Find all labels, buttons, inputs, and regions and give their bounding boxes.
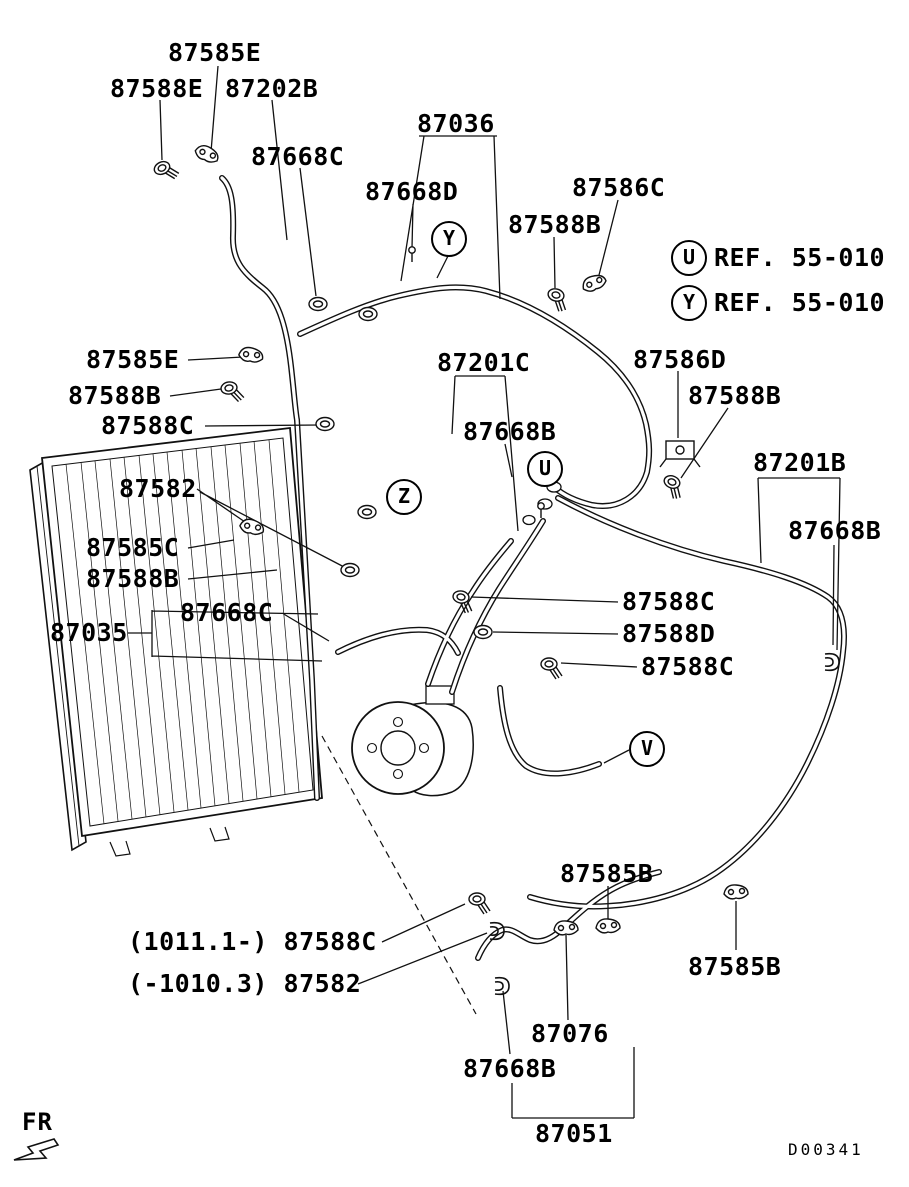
part-label-87076: 87076 bbox=[531, 1019, 609, 1048]
part-label-87588C: 87588C bbox=[641, 652, 735, 681]
bolt-icon bbox=[658, 472, 687, 502]
nut-icon bbox=[358, 306, 378, 322]
bolt-icon bbox=[151, 156, 181, 186]
clamp-icon bbox=[553, 920, 579, 936]
part-label-87585B: 87585B bbox=[560, 859, 654, 888]
clamp-icon bbox=[192, 141, 222, 167]
leader-lines bbox=[128, 65, 841, 1119]
part-label-87668B: 87668B bbox=[463, 417, 557, 446]
part-label-87051: 87051 bbox=[535, 1119, 613, 1148]
part-label-87668C: 87668C bbox=[251, 142, 345, 171]
part-label-87588C-range: (1011.1-) 87588C bbox=[128, 927, 377, 956]
bolt-icon bbox=[543, 286, 571, 314]
callout-circle-y: Y bbox=[431, 221, 467, 257]
legend-circle-u: U bbox=[671, 240, 707, 276]
compressor bbox=[351, 685, 474, 797]
part-label-87585E: 87585E bbox=[168, 38, 262, 67]
clamp-icon bbox=[579, 271, 609, 295]
bracket-icon bbox=[659, 440, 701, 468]
clamp-icon bbox=[237, 345, 265, 365]
part-label-87202B: 87202B bbox=[225, 74, 319, 103]
part-label-87588B: 87588B bbox=[86, 564, 180, 593]
nut-icon bbox=[473, 624, 493, 640]
part-label-87588B: 87588B bbox=[688, 381, 782, 410]
part-label-87586C: 87586C bbox=[572, 173, 666, 202]
nut-icon bbox=[315, 416, 335, 432]
construction-line bbox=[321, 735, 477, 1015]
part-label-87588C: 87588C bbox=[101, 411, 195, 440]
nut-icon bbox=[308, 296, 328, 312]
callout-circle-v: V bbox=[629, 731, 665, 767]
fr-arrow-icon bbox=[13, 1138, 60, 1161]
clamp-icon bbox=[595, 918, 621, 934]
clamp-icon bbox=[723, 884, 749, 900]
legend-ref-y: REF. 55-010 bbox=[714, 288, 886, 317]
part-label-87588E: 87588E bbox=[110, 74, 204, 103]
part-label-87588C: 87588C bbox=[622, 587, 716, 616]
bolt-icon bbox=[219, 379, 246, 405]
part-label-87582: 87582 bbox=[119, 474, 197, 503]
callout-circle-z: Z bbox=[386, 479, 422, 515]
legend-ref-u: REF. 55-010 bbox=[714, 243, 886, 272]
part-label-87035: 87035 bbox=[50, 618, 128, 647]
part-label-87588B: 87588B bbox=[68, 381, 162, 410]
fr-label: FR bbox=[22, 1108, 53, 1136]
part-label-87668C: 87668C bbox=[180, 598, 274, 627]
nut-icon bbox=[340, 562, 360, 578]
part-label-87036: 87036 bbox=[417, 109, 495, 138]
drawing-code: D00341 bbox=[788, 1140, 864, 1159]
bolt-icon bbox=[540, 657, 563, 680]
part-label-87585C: 87585C bbox=[86, 533, 180, 562]
bolt-icon bbox=[468, 892, 491, 915]
legend-circle-y: Y bbox=[671, 285, 707, 321]
part-label-87668B: 87668B bbox=[788, 516, 882, 545]
clip-icon bbox=[824, 652, 840, 672]
clip-icon bbox=[494, 976, 510, 996]
stud-icon bbox=[537, 502, 545, 519]
part-label-87201C: 87201C bbox=[437, 348, 531, 377]
stud-icon bbox=[408, 246, 416, 263]
callout-circle-u: U bbox=[527, 451, 563, 487]
part-label-87588B: 87588B bbox=[508, 210, 602, 239]
part-label-87668D: 87668D bbox=[365, 177, 459, 206]
part-label-87201B: 87201B bbox=[753, 448, 847, 477]
part-label-87668B: 87668B bbox=[463, 1054, 557, 1083]
part-label-87585B: 87585B bbox=[688, 952, 782, 981]
part-label-87585E: 87585E bbox=[86, 345, 180, 374]
part-label-87582-range: (-1010.3) 87582 bbox=[128, 969, 362, 998]
nut-icon bbox=[357, 504, 377, 520]
part-label-87586D: 87586D bbox=[633, 345, 727, 374]
part-label-87588D: 87588D bbox=[622, 619, 716, 648]
